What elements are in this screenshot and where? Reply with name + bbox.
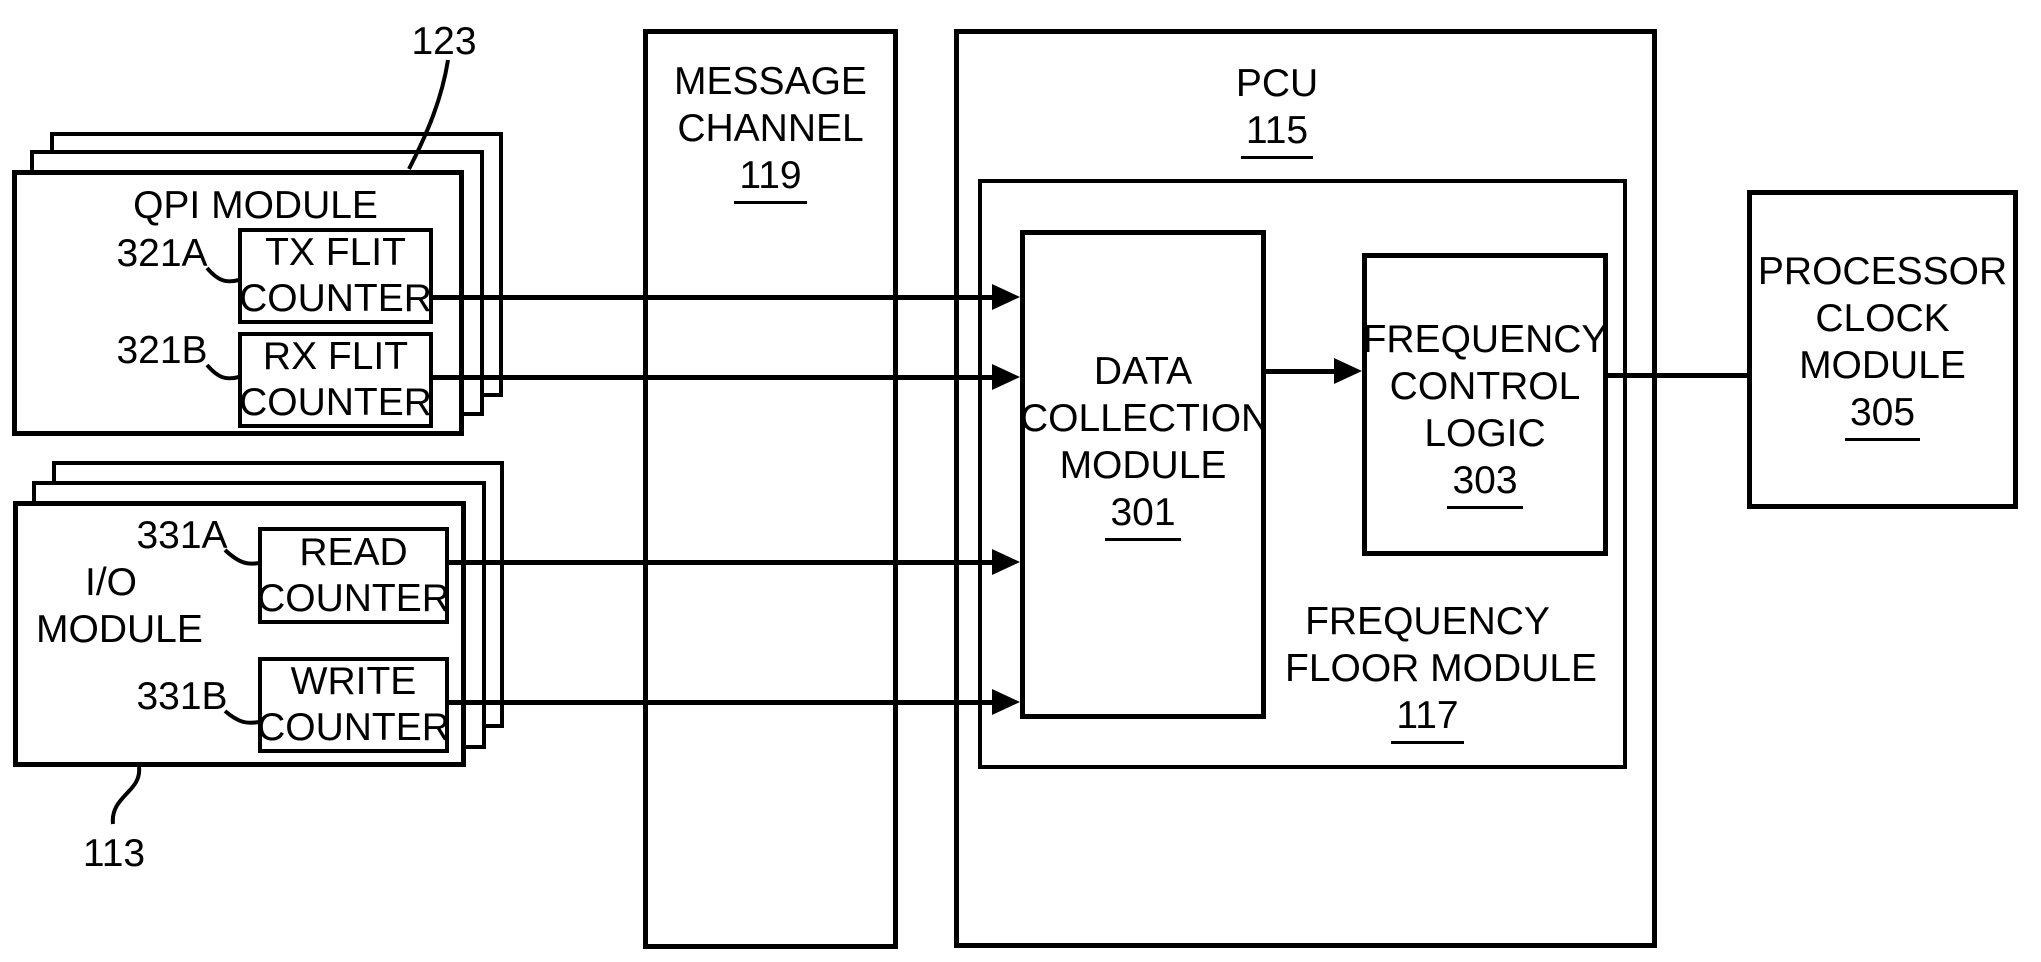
write-counter-box: WRITE COUNTER [257, 657, 450, 753]
ref-label-331B: 331B [136, 675, 228, 718]
rx-flit-counter-label-line1: RX FLIT [262, 335, 409, 378]
data-to-control-line [1266, 369, 1338, 374]
ref-303: 303 [1447, 457, 1523, 509]
leader-113 [110, 766, 142, 825]
ref-119: 119 [734, 152, 807, 204]
frequency-control-line2: CONTROL [1389, 365, 1581, 408]
message-channel-title-line2: CHANNEL [677, 107, 864, 150]
tx-flit-counter-label-line2: COUNTER [239, 277, 432, 320]
ref-115: 115 [1240, 107, 1314, 159]
ref-label-123: 123 [411, 20, 477, 63]
frequency-floor-line2: FLOOR MODULE [1285, 647, 1598, 690]
frequency-control-line3: LOGIC [1424, 412, 1546, 455]
read-signal-line [448, 560, 996, 565]
frequency-control-logic-box [1362, 253, 1608, 556]
processor-clock-line3: MODULE [1799, 344, 1966, 387]
rx-flit-counter-box: RX FLIT COUNTER [238, 332, 433, 428]
rx-flit-signal-line [432, 375, 996, 380]
processor-clock-line2: CLOCK [1815, 297, 1950, 340]
ref-label-321A: 321A [116, 232, 208, 275]
read-counter-label-line1: READ [299, 530, 408, 574]
write-counter-label-line1: WRITE [290, 660, 417, 703]
ref-label-331A: 331A [136, 514, 228, 557]
write-signal-line [448, 700, 996, 705]
write-arrowhead [992, 689, 1020, 715]
pcu-title: PCU 115 [1177, 60, 1377, 159]
ref-117: 117 [1391, 692, 1464, 744]
processor-clock-line1: PROCESSOR [1757, 250, 2008, 293]
ref-305: 305 [1844, 389, 1921, 441]
control-to-clock-line [1608, 373, 1747, 378]
frequency-control-logic-label: FREQUENCY CONTROL LOGIC 303 [1362, 316, 1608, 509]
data-collection-line2: COLLECTION [1020, 397, 1270, 440]
data-collection-line3: MODULE [1059, 444, 1227, 487]
pcu-title-line1: PCU [1235, 62, 1319, 105]
message-channel-title: MESSAGE CHANNEL 119 [643, 58, 898, 204]
read-counter-label-line2: COUNTER [257, 576, 450, 620]
processor-clock-module-box [1747, 190, 2018, 509]
data-collection-module-box [1020, 230, 1266, 719]
frequency-control-line1: FREQUENCY [1362, 318, 1608, 361]
read-arrowhead [992, 549, 1020, 575]
data-collection-line1: DATA [1093, 350, 1193, 393]
processor-clock-module-label: PROCESSOR CLOCK MODULE 305 [1747, 248, 2018, 441]
tx-flit-counter-box: TX FLIT COUNTER [238, 228, 433, 324]
qpi-module-title: QPI MODULE [133, 184, 378, 227]
io-module-title: I/O MODULE [36, 559, 203, 653]
message-channel-title-line1: MESSAGE [674, 60, 867, 103]
rx-flit-counter-label-line2: COUNTER [239, 381, 432, 424]
data-to-control-arrowhead [1334, 358, 1362, 384]
io-module-title-line2: MODULE [36, 608, 203, 651]
frequency-floor-line1: FREQUENCY [1305, 600, 1550, 643]
read-counter-box: READ COUNTER [257, 527, 450, 624]
ref-label-321B: 321B [116, 329, 208, 372]
tx-flit-counter-label-line1: TX FLIT [265, 231, 406, 274]
tx-flit-signal-line [432, 295, 996, 300]
write-counter-label-line2: COUNTER [257, 706, 450, 749]
tx-flit-arrowhead [992, 284, 1020, 310]
data-collection-module-label: DATA COLLECTION MODULE 301 [1020, 348, 1270, 541]
ref-301: 301 [1105, 489, 1181, 541]
io-module-title-line1: I/O [84, 561, 137, 604]
ref-label-113: 113 [82, 832, 146, 875]
message-channel-box [643, 29, 898, 949]
rx-flit-arrowhead [992, 364, 1020, 390]
frequency-floor-module-label: FREQUENCY FLOOR MODULE 117 [1285, 598, 1598, 744]
